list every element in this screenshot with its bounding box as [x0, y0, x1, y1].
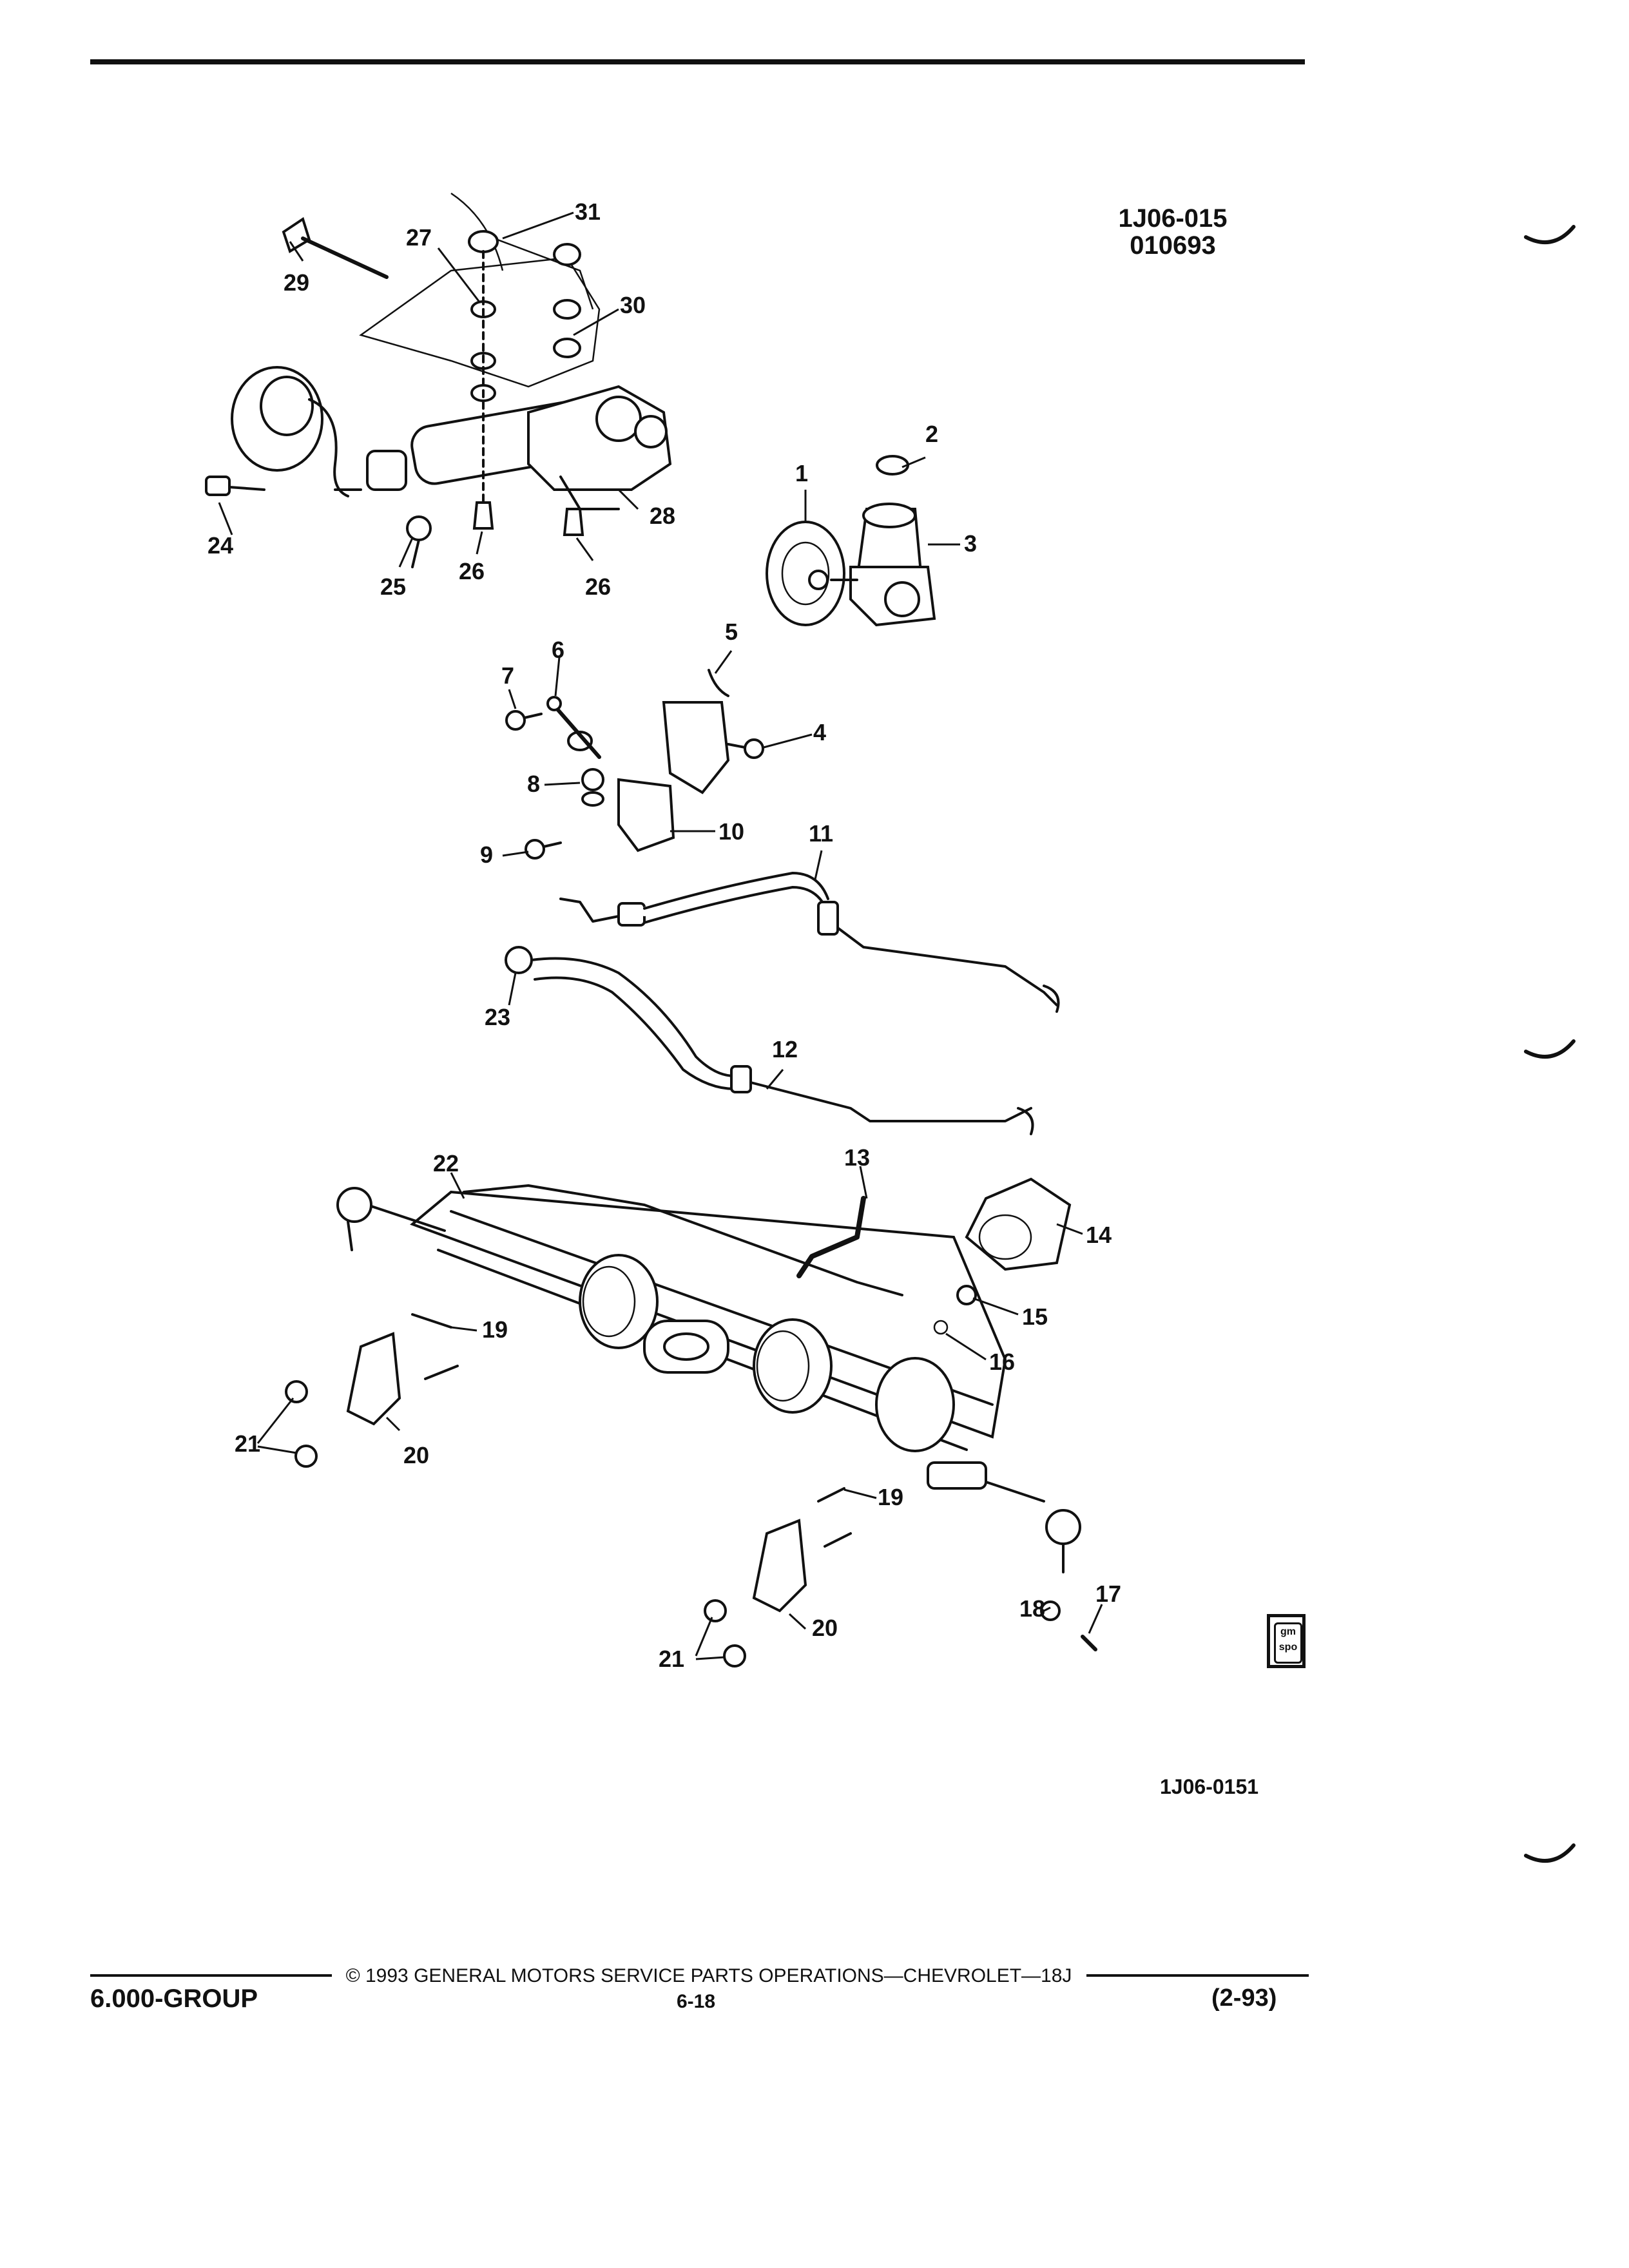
header-code-line1: 1J06-015 [1118, 204, 1228, 233]
callout-21-upper: 21 [235, 1430, 261, 1457]
callout-9: 9 [480, 841, 494, 868]
callout-23: 23 [485, 1004, 511, 1030]
callout-2: 2 [925, 421, 939, 447]
callout-26-left: 26 [459, 558, 485, 584]
callout-13: 13 [844, 1144, 871, 1171]
footer-group: 6.000-GROUP [90, 1984, 258, 2013]
callout-20-upper: 20 [403, 1442, 430, 1468]
callout-12: 12 [772, 1036, 798, 1062]
callout-31: 31 [575, 198, 601, 225]
figure-id: 1J06-0151 [1160, 1775, 1259, 1798]
callout-6: 6 [552, 637, 565, 663]
callout-27: 27 [406, 224, 432, 251]
callout-11: 11 [809, 820, 834, 847]
callout-10: 10 [718, 818, 745, 845]
footer-date: (2-93) [1211, 1984, 1277, 2012]
leader-lines [218, 211, 1103, 1660]
upper-assembly [205, 192, 672, 568]
callout-8: 8 [527, 771, 541, 797]
callout-29: 29 [284, 269, 310, 296]
gm-spo-logo: gm spo [1267, 1614, 1306, 1668]
callout-19-upper: 19 [482, 1316, 508, 1343]
callout-1: 1 [795, 460, 809, 486]
clamp-brackets [285, 1313, 1097, 1667]
callout-25: 25 [380, 573, 407, 600]
callout-30: 30 [620, 292, 646, 318]
callout-21-lower: 21 [659, 1646, 685, 1672]
bracket-group [505, 669, 764, 860]
callout-5: 5 [725, 619, 738, 645]
logo-line1: gm [1280, 1626, 1296, 1637]
top-rule [90, 59, 1305, 64]
callout-19-lower: 19 [878, 1484, 904, 1510]
callout-24: 24 [207, 532, 234, 559]
callout-17: 17 [1095, 1581, 1122, 1607]
rack-and-pinion [336, 1177, 1081, 1573]
callout-15: 15 [1022, 1303, 1048, 1330]
callout-14: 14 [1086, 1222, 1112, 1248]
callout-16: 16 [989, 1349, 1016, 1375]
callout-4: 4 [813, 719, 827, 745]
footer-copyright: © 1993 GENERAL MOTORS SERVICE PARTS OPER… [345, 1965, 1072, 1986]
hoses [505, 872, 1060, 1135]
footer-left-rule [90, 1974, 332, 1977]
logo-line2: spo [1278, 1642, 1298, 1653]
footer-right-rule [1086, 1974, 1309, 1977]
header-code: 1J06-015 010693 [1095, 205, 1250, 259]
callout-3: 3 [964, 530, 978, 557]
callout-22: 22 [433, 1150, 459, 1177]
callout-20-lower: 20 [812, 1615, 838, 1641]
callout-28: 28 [650, 503, 676, 529]
callout-26-right: 26 [585, 573, 612, 600]
pump-and-pulley [766, 455, 936, 627]
footer-page: 6-18 [677, 1991, 716, 2012]
header-code-line2: 010693 [1130, 231, 1216, 260]
callout-18: 18 [1019, 1595, 1046, 1622]
callout-7: 7 [501, 662, 515, 689]
